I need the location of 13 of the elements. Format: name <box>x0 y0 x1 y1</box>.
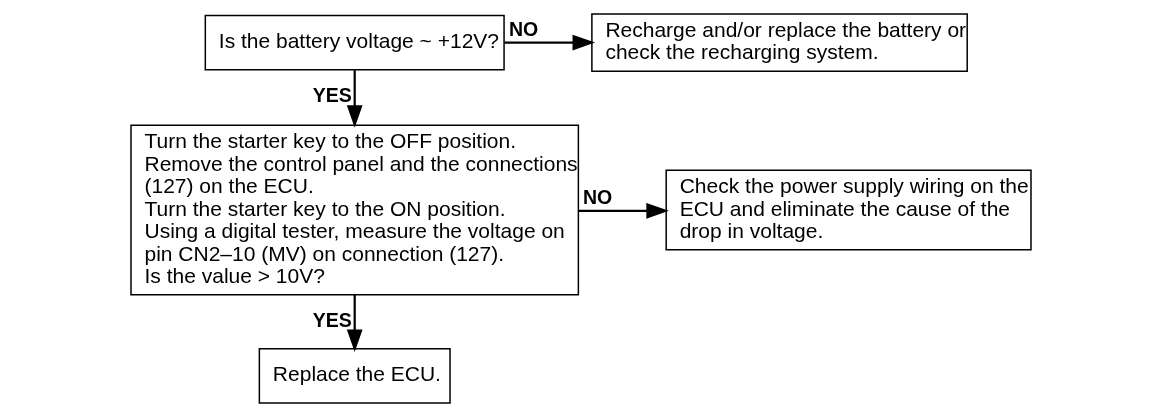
arrow <box>504 34 595 51</box>
node-box: Is the battery voltage ~ +12V? <box>204 14 505 71</box>
edge-label: YES <box>312 84 352 107</box>
node-box: Replace the ECU. <box>258 348 451 404</box>
edge-label: YES <box>312 308 352 331</box>
node-box: Check the power supply wiring on the ECU and eliminate the cause of the drop in voltage. <box>664 169 1032 251</box>
edge-label: NO <box>508 17 538 40</box>
node-box: Recharge and/or replace the battery or check the recharging system. <box>590 13 968 72</box>
arrow <box>578 202 669 219</box>
arrow <box>346 294 363 352</box>
arrow <box>346 70 363 128</box>
node-box: Turn the starter key to the OFF position. Remove the control panel and the connections (127) on the ECU. Turn the starter key to the ON position. Using a digital tester, measure the voltage on pin CN2–10 (MV) on connection (127). Is the value > 10V? <box>129 124 579 296</box>
edge-label: NO <box>582 185 612 208</box>
